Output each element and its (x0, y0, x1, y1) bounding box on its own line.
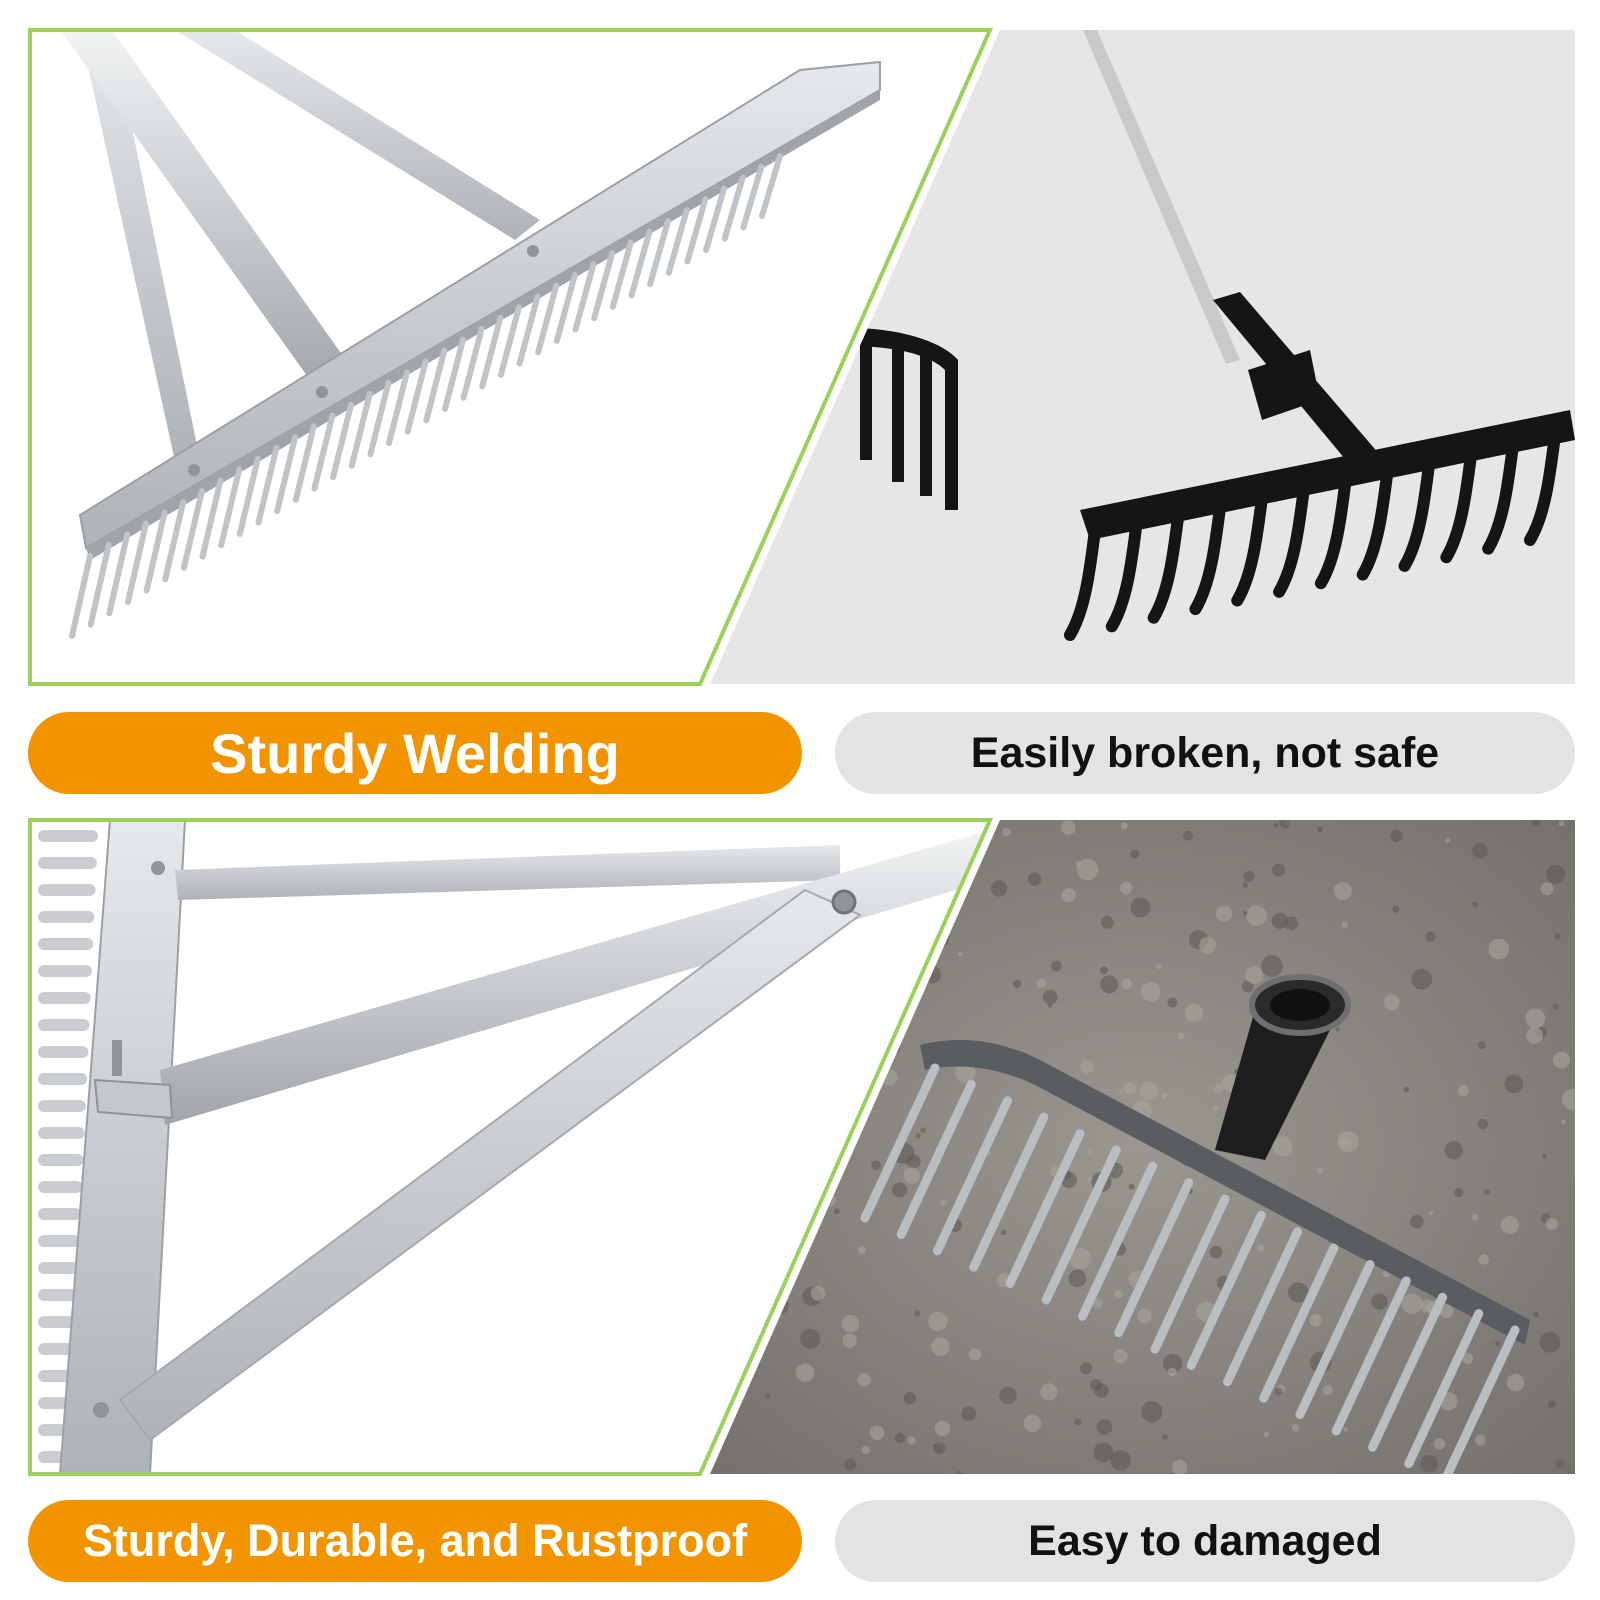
pill-bg-bad-2 (835, 1500, 1575, 1582)
label-sturdy-durable-rustproof: Sturdy, Durable, and Rustproof (82, 1515, 748, 1566)
pill-bg-bad-1 (835, 712, 1575, 794)
label-easily-broken: Easily broken, not safe (970, 728, 1440, 777)
label-easy-to-damaged: Easy to damaged (1028, 1516, 1382, 1565)
panel-border-bottom-left (28, 818, 994, 1476)
pill-bg-good-1 (28, 712, 802, 794)
photo-aluminum-rake-head (30, 30, 990, 684)
panel-border-top-left (28, 28, 994, 686)
pill-bg-good-2 (28, 1500, 802, 1582)
label-sturdy-welding: Sturdy Welding (210, 721, 620, 785)
